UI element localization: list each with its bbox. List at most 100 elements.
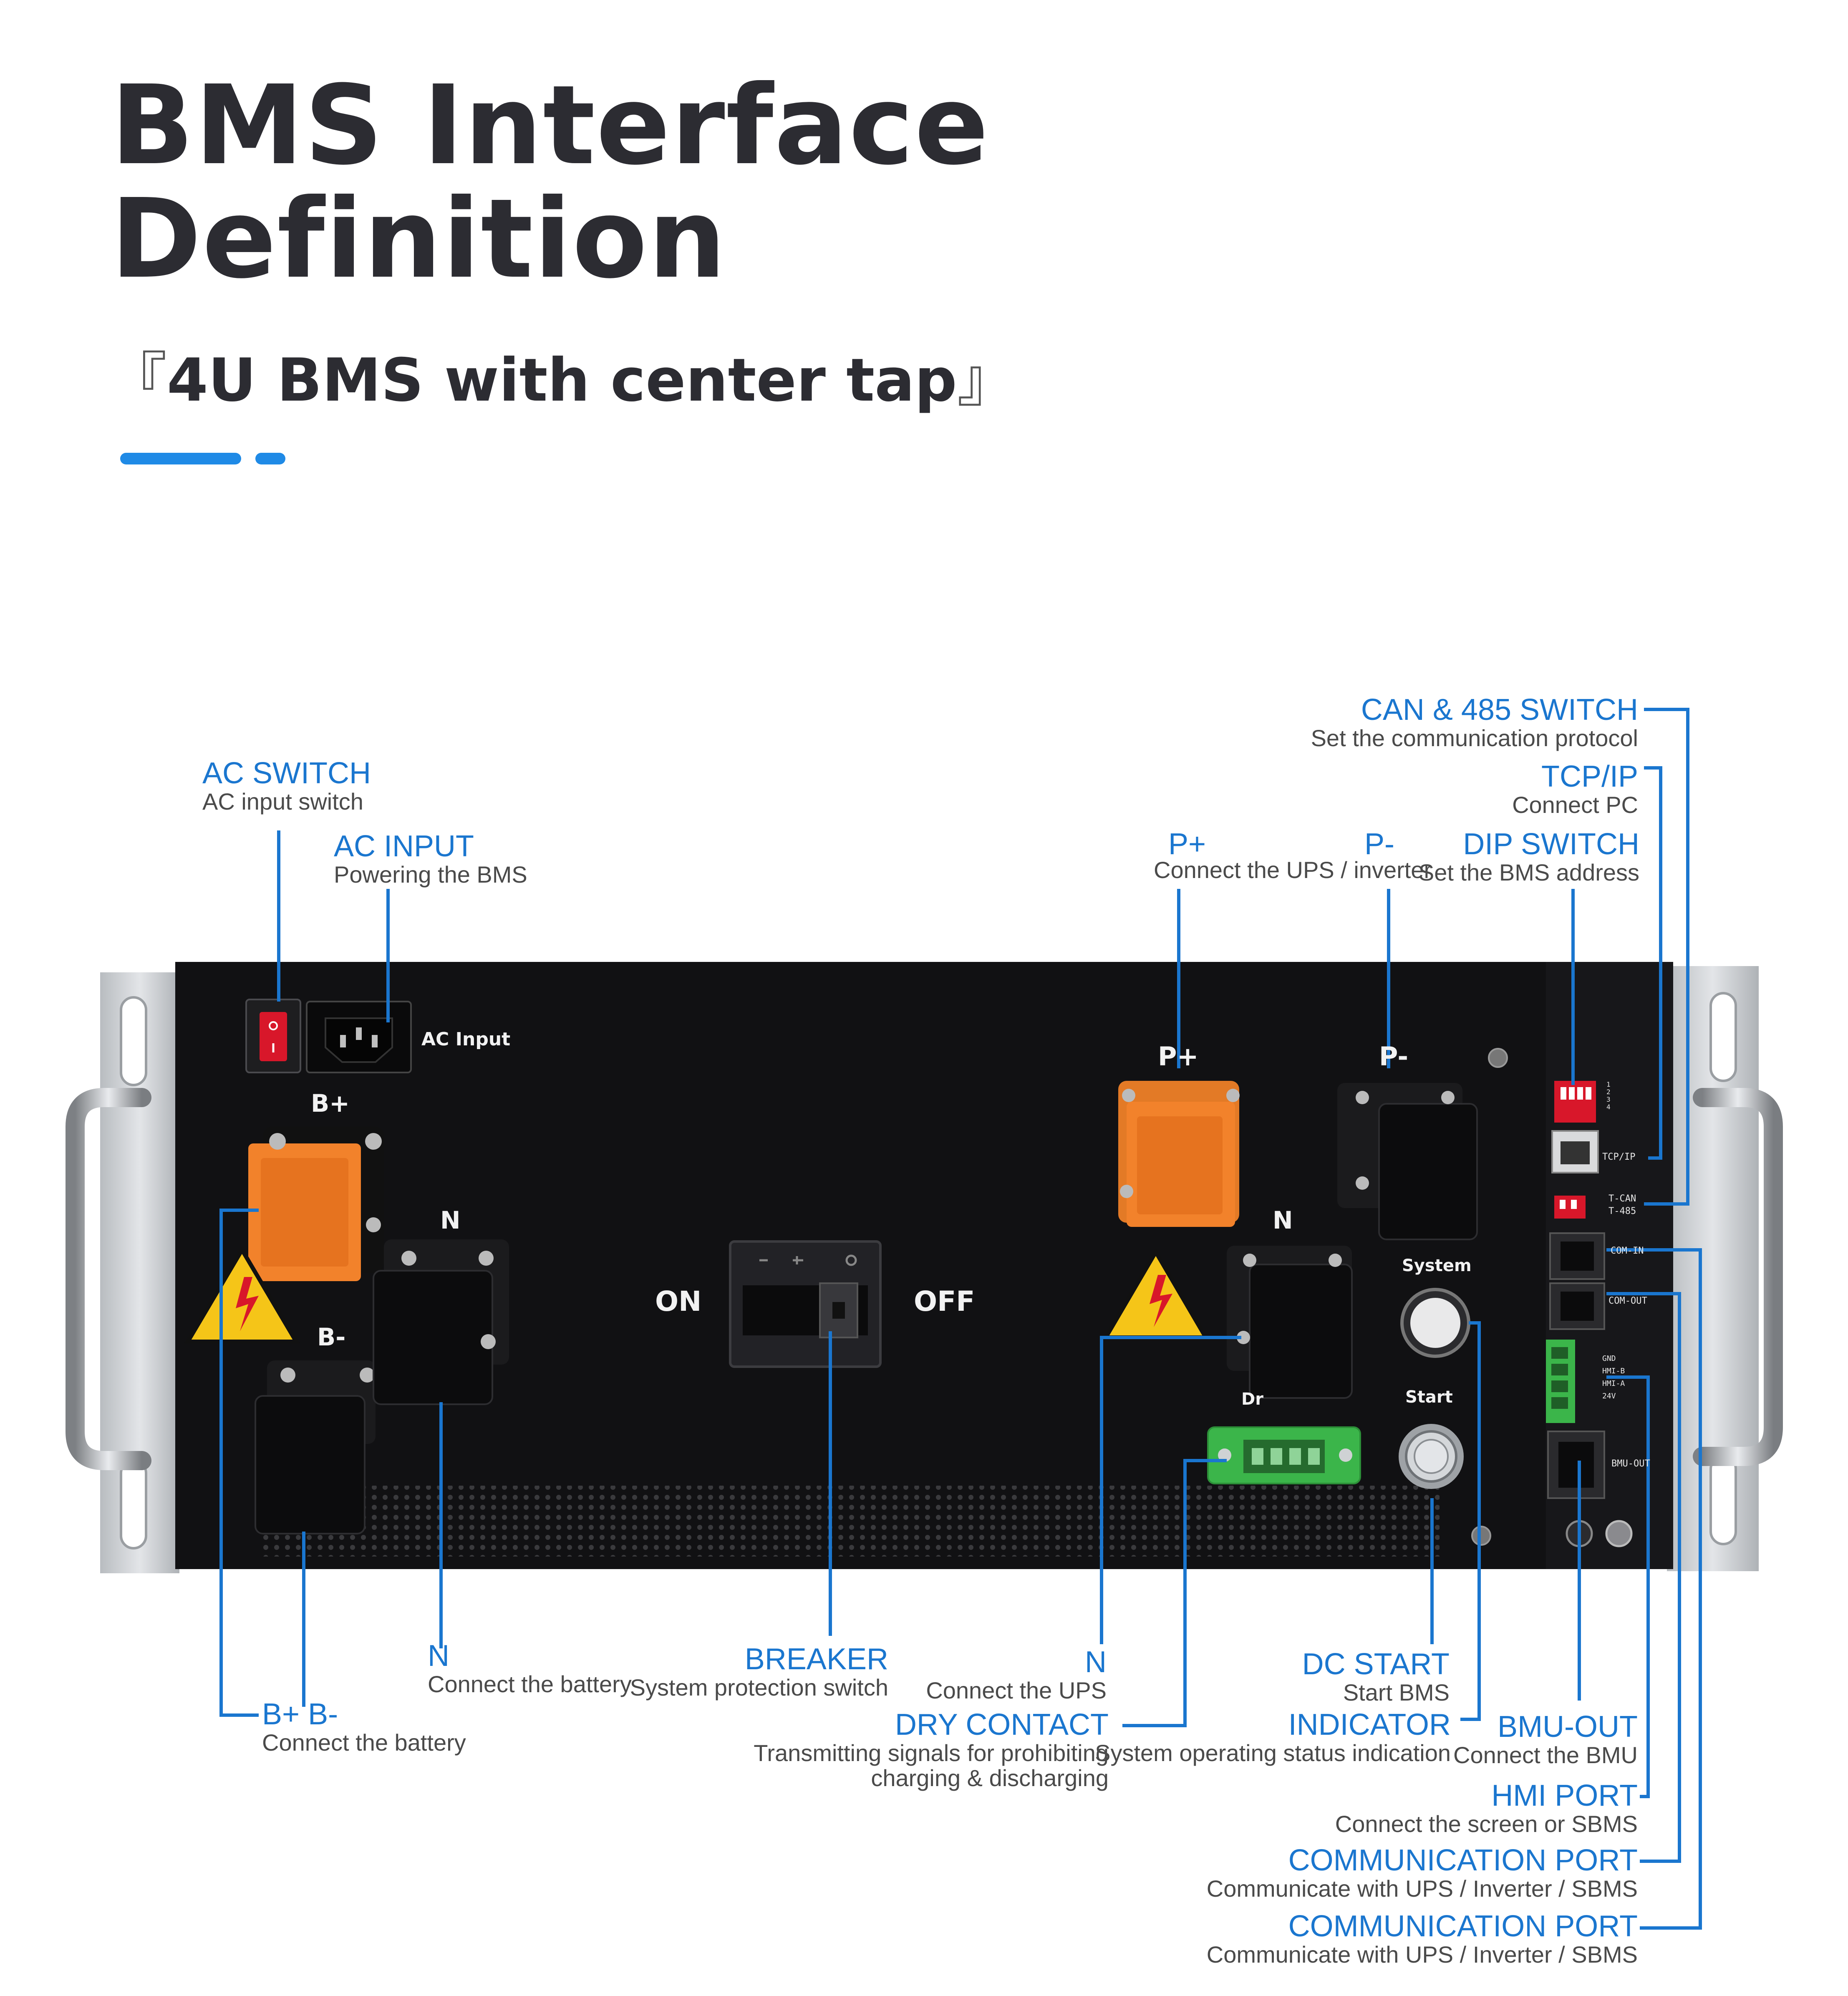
p-minus-connector (1337, 1048, 1508, 1240)
callout-dry-contact: DRY CONTACT Transmitting signals for pro… (754, 1709, 1109, 1791)
line-n-right (1100, 1336, 1241, 1644)
callout-desc: Connect the screen or SBMS (1335, 1811, 1638, 1837)
callout-desc: System operating status indication (1095, 1740, 1451, 1766)
subtitle: 『4U BMS with center tap』 (108, 332, 1016, 418)
callout-title: DIP SWITCH (1463, 828, 1639, 861)
panel-label-gnd: GND (1602, 1354, 1616, 1363)
left-rack-ear (100, 972, 179, 1573)
callout-title: BREAKER (744, 1643, 888, 1676)
right-handle (1693, 1088, 1783, 1466)
panel-label-p-minus: P- (1379, 1041, 1409, 1072)
panel-label-ac-input: AC Input (421, 1029, 511, 1050)
callout-desc: Connect the UPS / inverter (1154, 857, 1432, 883)
callout-desc: Connect the battery (262, 1729, 466, 1756)
callout-ac-switch: AC SWITCH AC input switch (202, 757, 371, 814)
panel-label-bmu-out: BMU-OUT (1611, 1459, 1650, 1469)
ac-switch (245, 999, 301, 1073)
panel-label-hmi-b: HMI-B (1602, 1367, 1625, 1375)
start-button (1399, 1424, 1464, 1489)
callout-title: INDICATOR (1288, 1708, 1451, 1741)
callout-indicator: INDICATOR System operating status indica… (1095, 1709, 1451, 1766)
panel-label-dry: Dr (1241, 1390, 1263, 1409)
n-battery-connector (373, 1239, 509, 1405)
callout-n-right: N Connect the UPS (926, 1646, 1107, 1703)
line-hmi-port (1606, 1375, 1650, 1798)
panel-label-com-out: COM-OUT (1608, 1296, 1647, 1306)
callout-title: BMU-OUT (1498, 1710, 1638, 1744)
dip-switch (1554, 1081, 1596, 1123)
subtitle-bracket-close: 』 (957, 346, 1016, 415)
title-line-2: Definition (111, 175, 727, 303)
bmu-out-port (1547, 1431, 1605, 1499)
right-rack-ear (1667, 966, 1759, 1571)
line-b-plus-minus (219, 1209, 259, 1717)
b-minus-connector (255, 1360, 376, 1534)
callout-ac-input: AC INPUT Powering the BMS (334, 830, 527, 887)
callout-desc: System protection switch (630, 1674, 888, 1701)
line-indicator (1460, 1321, 1481, 1721)
line-can-485 (1644, 708, 1689, 1206)
panel-label-dip: 1 2 3 4 (1606, 1080, 1611, 1111)
callout-desc: Connect the UPS (926, 1677, 1107, 1703)
callout-title: COMMUNICATION PORT (1288, 1910, 1638, 1943)
panel-label-t-485: T-485 (1608, 1206, 1636, 1216)
com-in-port (1549, 1232, 1605, 1280)
callout-desc: AC input switch (202, 788, 363, 815)
title-line-1: BMS Interface (111, 62, 990, 189)
callout-desc-line-2: charging & discharging (871, 1765, 1109, 1791)
callout-title: N (1085, 1645, 1107, 1679)
vent-grille (259, 1486, 1440, 1557)
subtitle-bracket-open: 『 (108, 346, 167, 415)
accent-bar-long (120, 453, 241, 464)
panel-label-n-right: N (1273, 1206, 1293, 1234)
callout-title: DC START (1302, 1648, 1450, 1681)
callout-dc-start: DC START Start BMS (1302, 1648, 1450, 1705)
callout-comm-port-2: COMMUNICATION PORT Communicate with UPS … (1207, 1910, 1638, 1967)
callout-title: AC INPUT (334, 830, 474, 863)
callout-desc: Start BMS (1343, 1679, 1450, 1706)
line-comm-port-1 (1606, 1292, 1681, 1863)
com-out-port (1549, 1282, 1605, 1330)
danger-electric-sign-left (184, 1246, 300, 1344)
callout-title-p-plus: P+ (1168, 828, 1206, 861)
callout-title: CAN & 485 SWITCH (1361, 693, 1638, 727)
callout-dip-switch: DIP SWITCH Set the BMS address (1419, 828, 1639, 885)
panel-label-on: ON (655, 1285, 702, 1317)
n-ups-connector (1227, 1246, 1353, 1399)
page-title: BMS Interface Definition (111, 69, 989, 296)
callout-breaker: BREAKER System protection switch (630, 1643, 888, 1700)
callout-desc: Communicate with UPS / Inverter / SBMS (1206, 1875, 1638, 1902)
system-indicator-light (1400, 1288, 1470, 1358)
callout-comm-port-1: COMMUNICATION PORT Communicate with UPS … (1207, 1845, 1638, 1901)
panel-label-system: System (1402, 1256, 1472, 1275)
callout-tcp-ip: TCP/IP Connect PC (1512, 761, 1638, 818)
callout-desc-line-1: Transmitting signals for prohibiting (754, 1740, 1109, 1766)
panel-label-p-plus: P+ (1158, 1041, 1199, 1072)
panel-label-start: Start (1405, 1388, 1453, 1407)
panel-label-t-can: T-CAN (1608, 1194, 1636, 1204)
callout-title-p-minus: P- (1364, 828, 1394, 861)
dry-contact-terminal (1207, 1426, 1361, 1484)
panel-label-n-left: N (440, 1206, 461, 1234)
line-comm-port-2 (1606, 1248, 1702, 1930)
subtitle-text: 4U BMS with center tap (167, 346, 957, 415)
callout-hmi-port: HMI PORT Connect the screen or SBMS (1335, 1780, 1638, 1837)
panel-label-b-minus: B- (317, 1323, 346, 1351)
callout-desc: Powering the BMS (334, 861, 527, 888)
panel-label-24v: 24V (1602, 1392, 1616, 1400)
panel-label-hmi-a: HMI-A (1602, 1379, 1625, 1388)
callout-title: AC SWITCH (202, 757, 371, 790)
callout-title: N (428, 1639, 449, 1673)
panel-label-tcp-ip: TCP/IP (1602, 1152, 1636, 1162)
line-dry-contact (1122, 1459, 1227, 1727)
b-plus-connector (248, 1127, 384, 1281)
callout-desc: Connect PC (1512, 792, 1638, 818)
p-plus-connector (1118, 1081, 1240, 1227)
left-handle (66, 1088, 151, 1470)
callout-title: COMMUNICATION PORT (1288, 1844, 1638, 1877)
callout-n-left: N Connect the battery (428, 1640, 632, 1697)
callout-title: B+ B- (262, 1698, 338, 1731)
tcp-ip-port (1551, 1130, 1599, 1173)
callout-title: HMI PORT (1491, 1779, 1638, 1812)
